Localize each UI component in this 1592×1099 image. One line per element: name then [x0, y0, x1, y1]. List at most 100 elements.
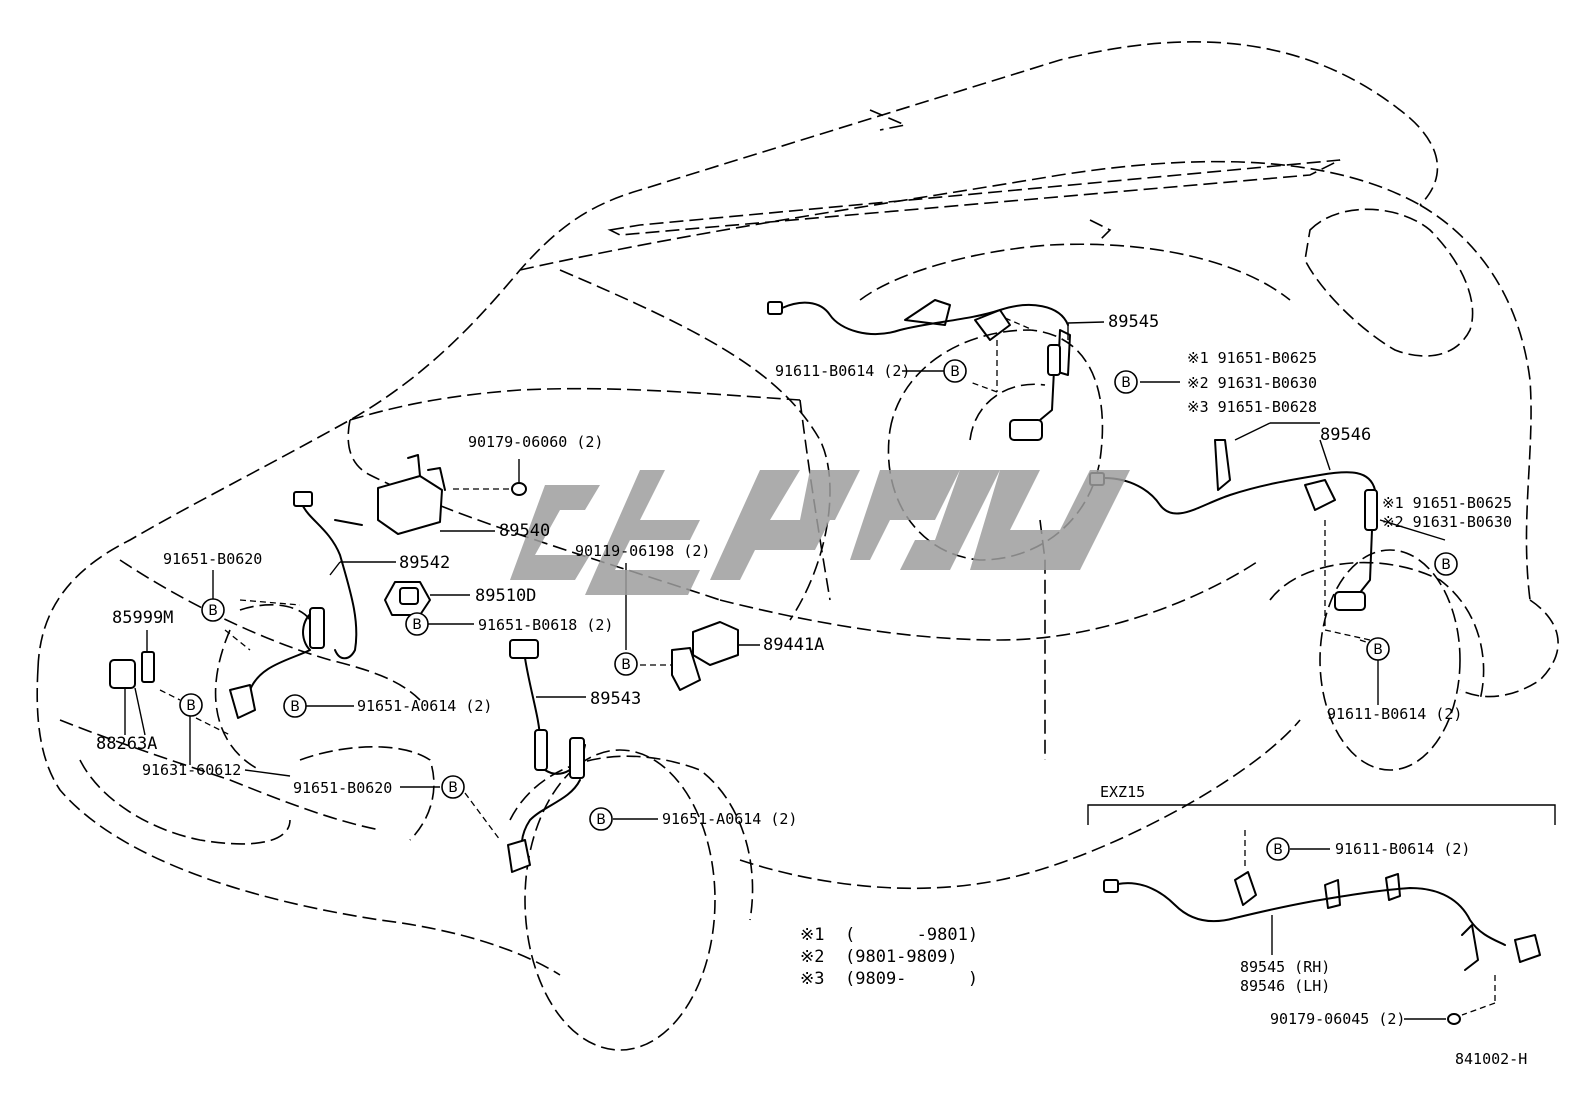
leader-line	[1234, 422, 1271, 441]
label-nut-06060: 90179-06060 (2)	[468, 433, 603, 451]
dashed-leader-line	[195, 717, 231, 736]
bolt-marker-circle	[1114, 370, 1138, 394]
dashed-leader-line	[224, 629, 251, 651]
dashed-leader-line	[1461, 1002, 1496, 1016]
label-89543: 89543	[590, 689, 641, 709]
legend-mark-3: ※3	[800, 969, 824, 989]
abs-actuator	[377, 454, 527, 535]
bolt-marker-label: B	[621, 657, 631, 673]
bolt-marker-circle	[179, 693, 203, 717]
legend-mark-1: ※1	[800, 925, 824, 945]
label-b60612: 91631-60612	[142, 761, 241, 779]
solid-leaders	[124, 321, 1446, 1020]
watermark-text: tbosa	[0, 0, 45, 4]
bolt-marker-circle	[405, 612, 429, 636]
label-rl-bolt: 91611-B0614 (2)	[1327, 705, 1462, 723]
bolt-marker-b: B	[1266, 837, 1290, 861]
dashed-leader-line	[1324, 629, 1371, 641]
label-bolt-90119: 90119-06198 (2)	[575, 542, 710, 560]
bolt-marker-b: B	[283, 694, 307, 718]
label-rr-bolt: 91611-B0614 (2)	[775, 362, 910, 380]
bolt-marker-circle	[1366, 637, 1390, 661]
ambient-sensor-group	[109, 651, 155, 689]
bolt-marker-b: B	[405, 612, 429, 636]
bolt-marker-circle	[1266, 837, 1290, 861]
inset-title: EXZ15	[1100, 783, 1145, 801]
front-lh-harness	[507, 639, 586, 873]
dashed-leader-line	[239, 599, 301, 606]
label-inset-lh: 89546 (LH)	[1240, 977, 1330, 995]
bolt-marker-label: B	[1373, 642, 1383, 658]
label-rr-opt3: ※3 91651-B0628	[1187, 398, 1317, 416]
legend-mark-2: ※2	[800, 947, 824, 967]
bolt-marker-label: B	[186, 698, 196, 714]
label-a0614-left: 91651-A0614 (2)	[357, 697, 492, 715]
label-88263A: 88263A	[96, 734, 157, 754]
bolt-marker-label: B	[448, 780, 458, 796]
leader-line	[329, 561, 341, 576]
bolt-marker-b: B	[1114, 370, 1138, 394]
front-rh-harness	[229, 491, 363, 719]
label-89441A: 89441A	[763, 635, 824, 655]
deceleration-sensor	[671, 621, 739, 691]
bolt-marker-b: B	[201, 598, 225, 622]
label-b0618: 91651-B0618 (2)	[478, 616, 613, 634]
rear-rh-harness	[767, 299, 1071, 441]
bolt-marker-label: B	[1441, 557, 1451, 573]
watermark-logo: tbosa	[0, 0, 1130, 595]
bolt-marker-circle	[1434, 552, 1458, 576]
footnote-legend: ※1 ( -9801) ※2 (9801-9809) ※3 (9809- )	[800, 925, 978, 989]
part-drawings	[109, 299, 1556, 1025]
bolt-marker-label: B	[1121, 375, 1131, 391]
label-inset-bolt: 91611-B0614 (2)	[1335, 840, 1470, 858]
inset-harness	[1103, 871, 1541, 1025]
doc-code: 841002-H	[1455, 1050, 1527, 1068]
legend-range-1: ( -9801)	[845, 925, 978, 945]
dashed-leader-line	[969, 381, 998, 393]
label-rl-opt1: ※1 91651-B0625	[1382, 494, 1512, 512]
label-rr-opt1: ※1 91651-B0625	[1187, 349, 1317, 367]
label-rr-opt2: ※2 91631-B0630	[1187, 374, 1317, 392]
bolt-marker-circle	[283, 694, 307, 718]
bolt-marker-circle	[441, 775, 465, 799]
bolt-marker-b: B	[614, 652, 638, 676]
bolt-marker-b: B	[441, 775, 465, 799]
rear-lh-harness	[1089, 439, 1378, 611]
label-inset-nut: 90179-06045 (2)	[1270, 1010, 1405, 1028]
bolt-marker-label: B	[1273, 842, 1283, 858]
label-b0620-low: 91651-B0620	[293, 779, 392, 797]
legend-range-3: (9809- )	[845, 969, 978, 989]
label-89545: 89545	[1108, 312, 1159, 332]
dashed-leader-line	[464, 792, 501, 841]
bolt-marker-b: B	[1366, 637, 1390, 661]
label-a0614-front: 91651-A0614 (2)	[662, 810, 797, 828]
label-rl-opt2: ※2 91631-B0630	[1382, 513, 1512, 531]
label-b0620-top: 91651-B0620	[163, 550, 262, 568]
legend-range-2: (9801-9809)	[845, 947, 958, 967]
bolt-marker-b: B	[179, 693, 203, 717]
leader-line	[1379, 519, 1446, 541]
bolt-marker-label: B	[950, 364, 960, 380]
yaw-rate-sensor	[384, 581, 431, 616]
bolt-marker-label: B	[290, 699, 300, 715]
leader-line	[244, 769, 291, 777]
bolt-marker-circle	[589, 807, 613, 831]
label-inset-rh: 89545 (RH)	[1240, 958, 1330, 976]
bolt-marker-b: B	[1434, 552, 1458, 576]
leader-line	[134, 687, 146, 736]
dashed-leader-line	[159, 689, 181, 701]
bolt-marker-circle	[943, 359, 967, 383]
dashed-leader-line	[1004, 317, 1034, 331]
bolt-marker-b: B	[589, 807, 613, 831]
label-89542: 89542	[399, 553, 450, 573]
dashed-leaders	[159, 317, 1496, 1016]
bolt-marker-label: B	[596, 812, 606, 828]
part-labels: 89545 91611-B0614 (2) ※1 91651-B0625 ※2 …	[96, 312, 1527, 1068]
bolt-markers: B B B B B B B B B B B B	[179, 359, 1458, 861]
label-85999M: 85999M	[112, 608, 173, 628]
leader-line	[1319, 439, 1331, 471]
label-89540: 89540	[499, 521, 550, 541]
bolt-marker-b: B	[943, 359, 967, 383]
